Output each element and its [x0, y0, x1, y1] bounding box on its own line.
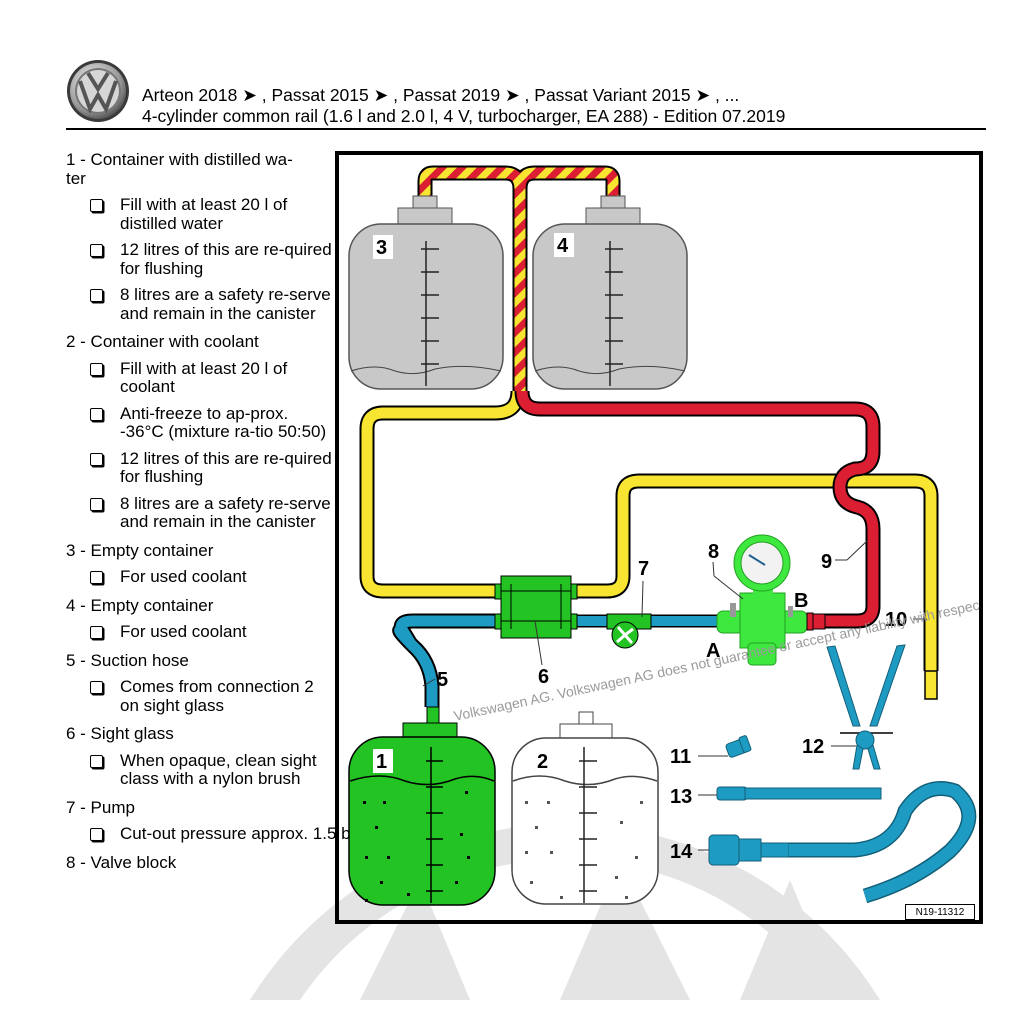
vw-logo-icon: [67, 60, 129, 122]
checkbox-icon: [90, 828, 103, 841]
checkbox-icon: [90, 362, 103, 376]
legend-note-text: Anti-freeze to ap-prox. -36°C (mixture r…: [120, 403, 327, 441]
legend-item-title: 2 - Container with coolant: [66, 332, 259, 351]
checkbox-icon: [90, 754, 103, 768]
yellow-return-hose: [359, 390, 526, 599]
legend-item: 6 - Sight glass When opaque, clean sight…: [66, 724, 336, 789]
legend-item: 1 - Container with distilled wa- ter Fil…: [66, 150, 336, 323]
container-3: [348, 195, 504, 390]
label-5: 5: [437, 669, 448, 691]
legend-note-text: Fill with at least 20 l of distilled wat…: [120, 195, 288, 233]
legend-item-title: 1 - Container with distilled wa- ter: [66, 150, 293, 188]
truncated-line: [88, 994, 418, 998]
checkbox-icon: [90, 497, 103, 511]
hose-13: [716, 786, 882, 801]
legend-note: Fill with at least 20 l of distilled wat…: [66, 195, 336, 233]
legend-note: For used coolant: [66, 622, 336, 642]
legend: 1 - Container with distilled wa- ter Fil…: [66, 150, 366, 882]
checkbox-icon: [90, 626, 103, 639]
legend-item-title: 5 - Suction hose: [66, 650, 189, 670]
legend-item-title: 4 - Empty container: [66, 595, 214, 615]
models-breadcrumb[interactable]: Arteon 2018 ➤ , Passat 2015 ➤ , Passat 2…: [142, 85, 740, 105]
port-b-label: B: [794, 590, 808, 612]
legend-note: 8 litres are a safety re-serve and remai…: [66, 493, 336, 532]
yellow-hose-10: [575, 473, 939, 671]
legend-note-text: 12 litres of this are re-quired for flus…: [120, 448, 332, 486]
legend-item-title: 6 - Sight glass: [66, 724, 174, 743]
checkbox-icon: [90, 571, 103, 584]
legend-note: For used coolant: [66, 567, 336, 587]
label-12: 12: [802, 736, 824, 758]
label-13: 13: [670, 786, 692, 808]
legend-item: 5 - Suction hose Comes from connection 2…: [66, 650, 336, 716]
legend-item-title: 7 - Pump: [66, 797, 135, 817]
legend-item-title: 8 - Valve block: [66, 852, 177, 872]
label-8: 8: [708, 541, 719, 563]
figure-id: N19-11312: [905, 904, 975, 920]
label-bg: [554, 233, 574, 257]
pump-7: [606, 613, 652, 649]
legend-note-text: Comes from connection 2 on sight glass: [120, 677, 314, 715]
legend-note: Anti-freeze to ap-prox. -36°C (mixture r…: [66, 403, 336, 442]
label-bg: [373, 235, 393, 259]
legend-item: 8 - Valve block: [66, 852, 336, 873]
legend-note: 12 litres of this are re-quired for flus…: [66, 240, 336, 278]
label-10: 10: [885, 609, 907, 631]
checkbox-icon: [90, 407, 103, 421]
label-11: 11: [670, 746, 691, 768]
label-bg: [373, 749, 393, 773]
legend-item: 7 - Pump Cut-out pressure approx. 1.5 ba…: [66, 797, 366, 844]
legend-note: 8 litres are a safety re-serve and remai…: [66, 285, 336, 323]
label-7: 7: [638, 558, 649, 580]
adapter-11: [725, 735, 752, 758]
legend-note-text: Fill with at least 20 l of coolant: [120, 358, 288, 396]
valve-block-8: [716, 534, 808, 666]
legend-note-text: For used coolant: [120, 622, 247, 641]
legend-item: 3 - Empty container For used coolant: [66, 540, 336, 587]
legend-note: Fill with at least 20 l of coolant: [66, 358, 336, 397]
legend-note-text: 8 litres are a safety re-serve and remai…: [120, 285, 331, 323]
striped-vent-hoses: [417, 165, 621, 391]
red-hose-9: [514, 390, 881, 629]
container-3-label: 3: [376, 237, 387, 259]
legend-item-title: 3 - Empty container: [66, 540, 214, 560]
legend-note-text: 12 litres of this are re-quired for flus…: [120, 240, 332, 278]
diagram-frame: [335, 151, 983, 924]
legend-item: 2 - Container with coolant Fill with at …: [66, 332, 336, 532]
label-6: 6: [538, 666, 549, 688]
legend-note: When opaque, clean sight class with a ny…: [66, 750, 336, 789]
legend-note-text: 8 litres are a safety re-serve and remai…: [120, 493, 331, 531]
container-4-label: 4: [557, 235, 569, 257]
engine-title: 4-cylinder common rail (1.6 l and 2.0 l,…: [142, 106, 786, 126]
port-a-label: A: [706, 640, 720, 662]
checkbox-icon: [90, 681, 103, 694]
container-2-label: 2: [537, 751, 548, 773]
checkbox-icon: [90, 452, 103, 466]
legend-note-text: For used coolant: [120, 567, 247, 586]
legend-item: 4 - Empty container For used coolant: [66, 595, 336, 642]
checkbox-icon: [90, 289, 103, 302]
container-4: [532, 195, 688, 390]
pliers-12: [826, 644, 906, 770]
checkbox-icon: [90, 244, 103, 257]
checkbox-icon: [90, 199, 103, 212]
legend-note: Comes from connection 2 on sight glass: [66, 677, 336, 715]
container-1-label: 1: [376, 751, 387, 773]
label-9: 9: [821, 551, 832, 573]
header-divider: [66, 128, 986, 130]
legend-note: 12 litres of this are re-quired for flus…: [66, 448, 336, 487]
legend-note-text: When opaque, clean sight class with a ny…: [120, 750, 317, 788]
